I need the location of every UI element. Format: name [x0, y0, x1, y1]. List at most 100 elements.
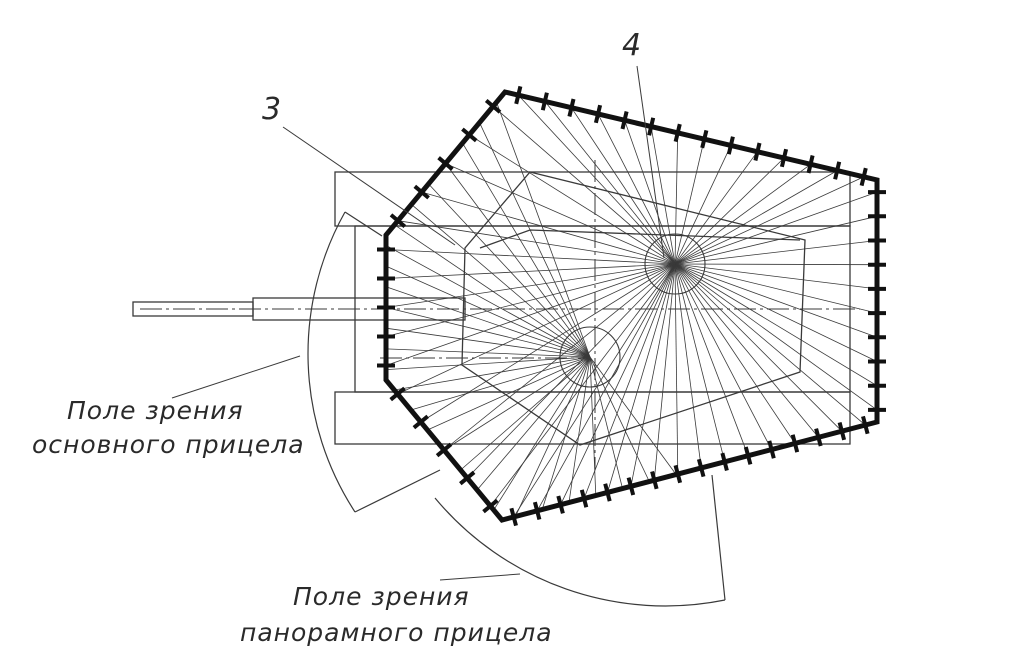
commander-ray	[674, 145, 732, 265]
commander-ray	[420, 263, 676, 423]
leader-main-sight	[171, 355, 301, 399]
commander-ray	[674, 139, 705, 265]
gunner-ray	[394, 224, 591, 358]
armor-tick	[861, 415, 870, 435]
commander-sight-rays	[385, 94, 878, 518]
armor-tick	[556, 495, 565, 514]
marker-3: 3	[262, 92, 283, 127]
commander-ray	[674, 240, 878, 265]
turret-outline	[461, 171, 806, 446]
armor-contour	[383, 89, 880, 523]
commander-ray	[674, 215, 878, 265]
gunner-ray	[385, 265, 591, 358]
gunner-ray	[568, 356, 591, 503]
armor-ticks	[377, 85, 886, 527]
commander-ray	[674, 151, 758, 265]
commander-ray	[674, 263, 819, 438]
armor-tick	[720, 452, 729, 472]
gunner-ray	[589, 356, 650, 482]
commander-ray	[385, 263, 676, 366]
commander-ray	[443, 263, 676, 451]
gunner-ray	[385, 286, 591, 358]
gunner-ray	[589, 356, 677, 475]
armor-tick	[509, 507, 518, 527]
armor-tick	[579, 489, 589, 508]
armor-tick	[412, 414, 429, 430]
commander-ray	[674, 263, 878, 387]
armor-tick	[743, 446, 753, 465]
leader-lines	[171, 65, 665, 581]
main-sight-label-line1: Поле зрения	[67, 396, 244, 425]
armor-tick	[767, 440, 776, 459]
commander-ray	[469, 134, 676, 265]
commander-ray	[597, 113, 676, 265]
gunner-ray	[428, 183, 591, 358]
commander-ray	[544, 101, 676, 265]
commander-ray	[674, 263, 878, 338]
commander-ray	[385, 263, 676, 308]
armor-tick	[726, 136, 735, 155]
commander-ray	[674, 170, 838, 265]
armor-tick	[389, 386, 406, 402]
commander-ray	[674, 263, 878, 362]
leader-4	[636, 65, 665, 259]
gunner-ray	[411, 204, 591, 358]
commander-ray	[674, 263, 878, 411]
commander-ray	[385, 263, 676, 337]
armor-tick	[532, 501, 542, 521]
gunner-ray	[493, 356, 591, 511]
gunner-ray	[589, 356, 623, 489]
armor-tick	[459, 470, 476, 486]
commander-ray	[674, 191, 878, 265]
commander-ray	[674, 157, 785, 265]
commander-ray	[624, 120, 676, 265]
armor-tick	[603, 483, 612, 502]
armor-tick	[673, 123, 682, 143]
commander-ray	[630, 263, 676, 487]
commander-ray	[674, 263, 772, 450]
commander-ray	[513, 263, 676, 518]
gunner-ray	[385, 327, 591, 358]
commander-ray	[466, 263, 676, 479]
armor-tick	[482, 498, 499, 514]
armor-tick	[806, 155, 815, 174]
armor-tick	[514, 85, 523, 105]
center-lines	[140, 160, 860, 470]
commander-ray	[560, 263, 676, 505]
panoramic-sight-arc	[434, 497, 726, 607]
field-of-view-arcs	[307, 211, 726, 607]
commander-ray	[421, 191, 676, 265]
commander-ray	[674, 132, 679, 265]
commander-ray	[674, 263, 726, 462]
gunner-ray	[385, 307, 591, 358]
armor-tick	[837, 421, 847, 441]
commander-ray	[385, 263, 676, 279]
armor-tick	[673, 464, 683, 484]
commander-ray	[674, 263, 866, 426]
commander-ray	[674, 176, 864, 265]
armor-tick	[779, 148, 789, 168]
commander-ray	[607, 263, 676, 493]
track-top	[334, 171, 851, 227]
gunner-ray	[515, 356, 591, 517]
commander-ray	[397, 220, 676, 265]
armor-tick	[484, 98, 502, 114]
gunner-ray	[479, 122, 591, 358]
main-sight-arc	[307, 211, 356, 513]
armor-tick	[435, 442, 453, 458]
gunner-ray	[462, 142, 591, 358]
commander-ray	[518, 94, 676, 265]
gunner-ray	[589, 356, 597, 496]
armor-tick	[814, 428, 823, 447]
armor-tick	[620, 111, 629, 130]
gunner-ray	[445, 163, 591, 358]
gunner-ray	[460, 356, 591, 471]
commander-ray	[490, 263, 676, 507]
armor-tick	[540, 92, 549, 111]
commander-ray	[674, 263, 702, 468]
armor-tick	[413, 184, 430, 200]
armor-tick	[753, 142, 762, 161]
gunner-ray	[385, 356, 591, 370]
gunner-ray	[476, 356, 591, 491]
